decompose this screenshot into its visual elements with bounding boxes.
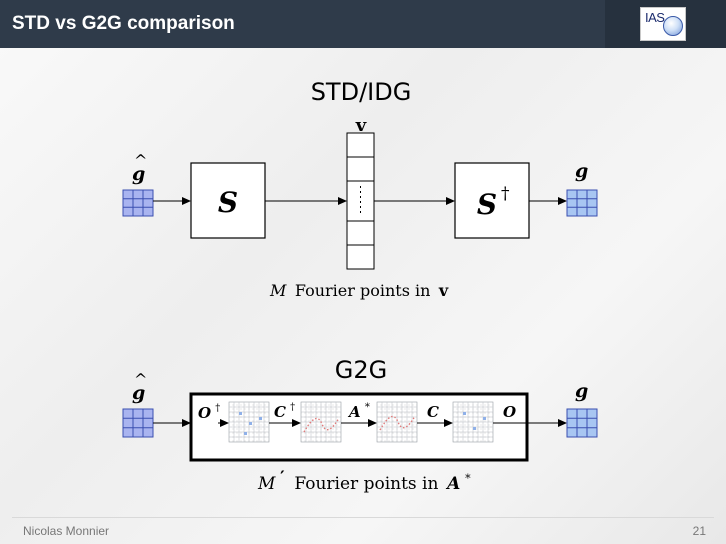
g2g-inner-grid-4: [452, 401, 494, 443]
std-op-dagger: †: [501, 184, 510, 204]
page-number: 21: [692, 524, 706, 538]
std-input-label: g: [132, 163, 145, 185]
ias-logo-text: IAS: [645, 10, 665, 25]
std-input-grid: [122, 189, 154, 217]
g2g-op-3-sup: *: [365, 402, 370, 413]
g2g-input-label: g: [132, 382, 145, 404]
g2g-caption-tail-sup: *: [465, 472, 471, 485]
std-caption-text: Fourier points in: [295, 281, 431, 300]
g2g-op-2-sup: †: [290, 402, 295, 413]
std-output-label: g: [575, 160, 588, 182]
g2g-op-4-base: C: [427, 403, 439, 421]
g2g-op-5: O: [503, 403, 516, 421]
g2g-inner-grid-3: [376, 401, 418, 443]
std-op-sdagger: S: [477, 188, 497, 221]
g2g-op-3-base: A: [347, 403, 361, 421]
std-op-s-box: [190, 162, 266, 239]
std-vector-v: [346, 132, 375, 270]
globe-icon: [663, 16, 683, 36]
slide-title: STD vs G2G comparison: [12, 13, 235, 34]
ias-logo: IAS: [640, 7, 686, 41]
g2g-op-2: C †: [274, 402, 295, 421]
g2g-caption-text: Fourier points in: [294, 474, 438, 494]
g2g-op-1-base: O: [198, 404, 211, 422]
g2g-inner-grid-2: [300, 401, 342, 443]
g2g-op-1-sup: †: [215, 403, 220, 414]
std-op-s: S: [218, 186, 238, 219]
g2g-inner-grid-1: [228, 401, 270, 443]
g2g-op-1: O †: [198, 403, 220, 422]
g2g-op-5-base: O: [503, 403, 516, 421]
std-caption: M Fourier points in v: [269, 281, 449, 300]
g2g-op-4: C: [427, 403, 439, 421]
footer-divider: [12, 517, 714, 518]
g2g-output-grid: [566, 408, 598, 438]
g2g-input-hat: ^: [134, 370, 147, 389]
std-output-grid: [566, 189, 598, 217]
g2g-output-label: g: [575, 380, 588, 402]
std-input-hat: ^: [134, 151, 147, 170]
g2g-caption: M ′ Fourier points in A *: [257, 468, 471, 494]
std-op-sdagger-box: [454, 162, 530, 239]
g2g-op-3: A *: [347, 402, 370, 421]
std-caption-tail: v: [438, 281, 449, 300]
g2g-caption-prime: ′: [280, 468, 285, 488]
std-title: STD/IDG: [311, 78, 412, 106]
footer-author: Nicolas Monnier: [23, 524, 110, 538]
std-caption-var: M: [269, 281, 287, 300]
std-vector-label: v: [355, 115, 367, 136]
g2g-input-grid: [122, 408, 154, 438]
g2g-op-2-base: C: [274, 403, 286, 421]
g2g-title: G2G: [335, 356, 387, 384]
g2g-caption-var: M: [257, 474, 276, 494]
g2g-caption-tail: A: [445, 474, 460, 494]
